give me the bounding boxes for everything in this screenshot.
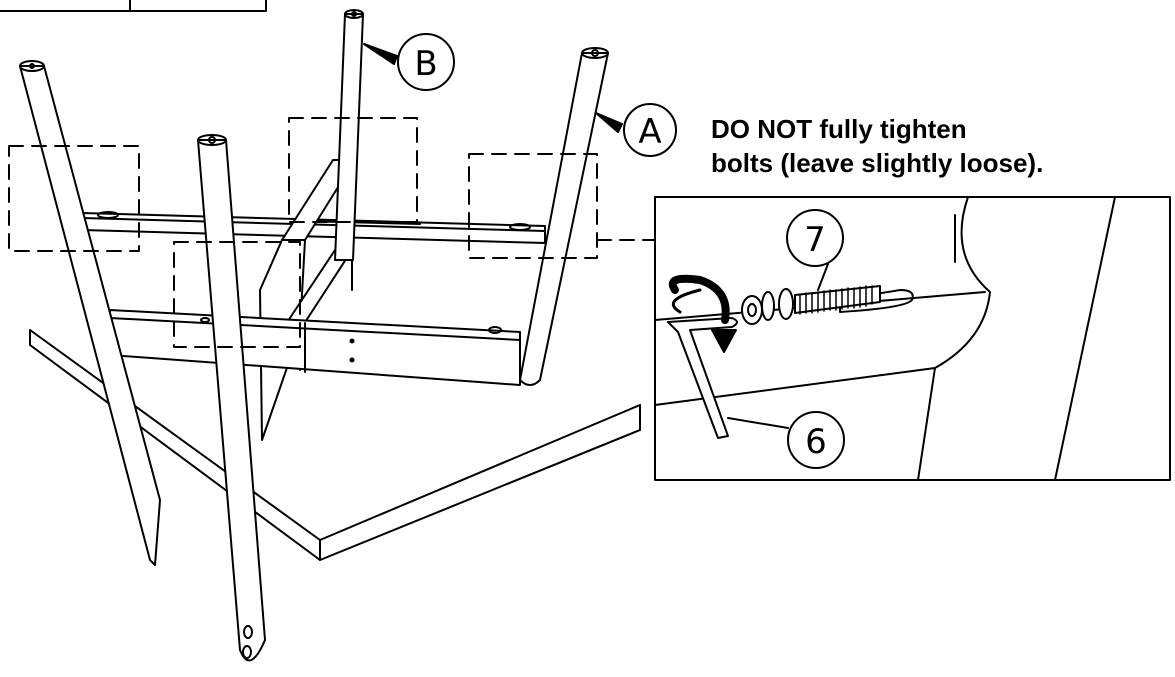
callout-7 bbox=[787, 210, 843, 290]
callout-7-label: 7 bbox=[804, 220, 826, 260]
allen-key-icon bbox=[668, 318, 737, 438]
detail-box-back-left bbox=[9, 146, 139, 251]
bolt-icon bbox=[742, 286, 880, 324]
rotate-arrow-icon bbox=[673, 279, 736, 352]
detail-highlight-boxes bbox=[9, 118, 655, 347]
tightening-warning: DO NOT fully tighten bolts (leave slight… bbox=[711, 112, 1151, 180]
zoom-detail-panel bbox=[655, 197, 1170, 480]
leg-a bbox=[520, 48, 608, 385]
callout-6 bbox=[728, 412, 844, 468]
callout-6-label: 6 bbox=[805, 422, 827, 462]
leg-b bbox=[335, 10, 363, 260]
parts-table-fragment bbox=[0, 0, 266, 11]
warning-line-2: bolts (leave slightly loose). bbox=[711, 148, 1044, 178]
callout-a bbox=[596, 104, 676, 156]
leg-left bbox=[20, 61, 160, 565]
warning-line-1: DO NOT fully tighten bbox=[711, 114, 967, 144]
table-top bbox=[30, 330, 640, 560]
front-rail bbox=[110, 310, 520, 385]
callout-a-label: A bbox=[638, 112, 661, 152]
callout-b-label: B bbox=[414, 44, 437, 84]
callout-b bbox=[364, 34, 454, 90]
leg-front bbox=[198, 135, 265, 660]
